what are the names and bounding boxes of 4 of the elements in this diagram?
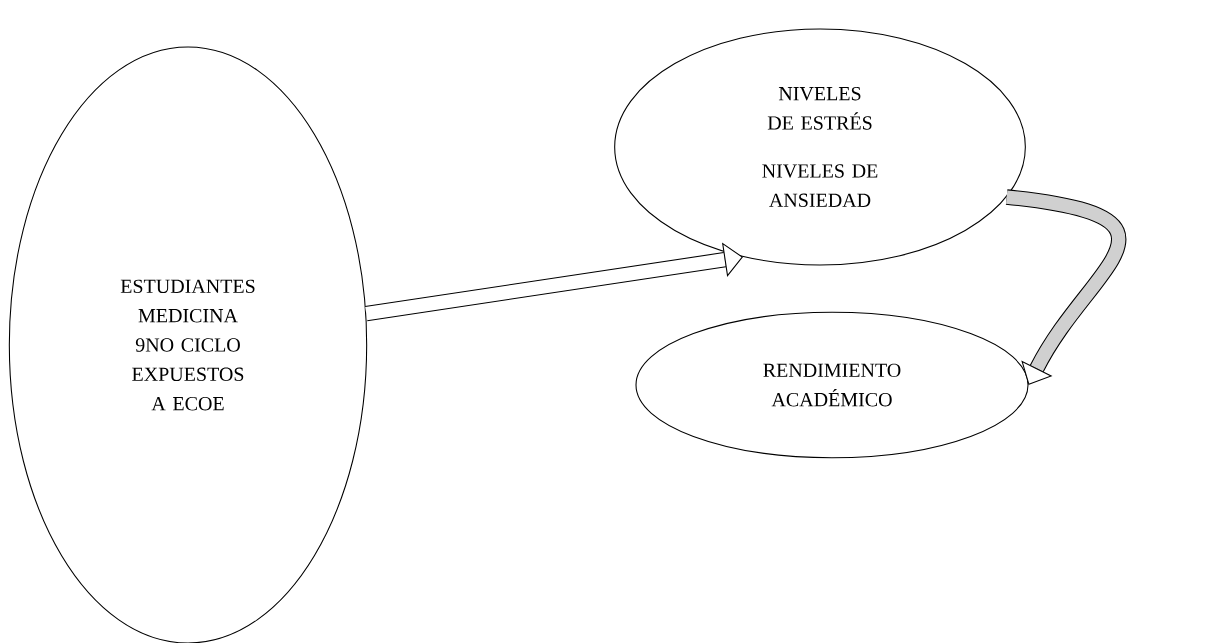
ellipse-node: RENDIMIENTO ACADÉMICO <box>635 311 1029 459</box>
ellipse-node: ESTUDIANTES MEDICINA 9NO CICLO EXPUESTOS A ECOE <box>8 46 368 643</box>
block-arrow <box>1005 189 1127 385</box>
ellipse-node: NIVELES DE ESTRÉS NIVELES DE ANSIEDAD <box>614 28 1026 266</box>
